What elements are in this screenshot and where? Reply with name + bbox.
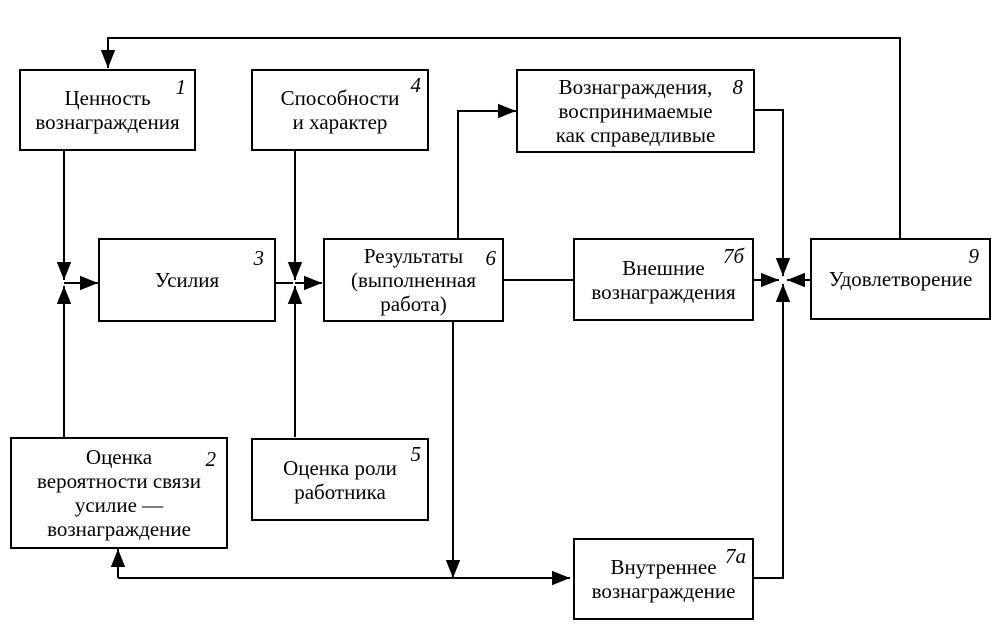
node-8-number: 8 <box>732 75 744 99</box>
node-performance: Результаты (выполненная работа) 6 <box>323 238 504 322</box>
edge-6-to-8 <box>457 103 516 238</box>
node-1-number: 1 <box>175 75 187 99</box>
node-satisfaction: Удовлетворение 9 <box>810 238 991 320</box>
node-4-line-1: Способности <box>280 86 400 110</box>
node-7a-line-1: Внутреннее <box>610 555 717 579</box>
node-9-number: 9 <box>968 244 980 268</box>
node-6-line-2: (выполненная <box>351 268 476 292</box>
edge-8-to-junction <box>754 109 791 276</box>
node-2-line-3: усилие — <box>74 493 164 517</box>
node-3-line-1: Усилия <box>154 268 220 292</box>
node-effort-reward-probability: Оценка вероятности связи усилие — вознаг… <box>10 437 228 549</box>
node-3-number: 3 <box>253 246 265 270</box>
node-6-line-3: работа) <box>380 292 447 316</box>
node-extrinsic-rewards: Внешние вознаграждения 7б <box>573 238 754 321</box>
edge-7a-to-junction <box>753 284 791 579</box>
node-5-line-1: Оценка роли <box>283 455 397 480</box>
node-1-line-1: Ценность <box>64 86 151 110</box>
node-role-perception: Оценка роли работника 5 <box>251 438 429 521</box>
edge-9-to-1 <box>100 37 901 238</box>
node-intrinsic-reward: Внутреннее вознаграждение 7а <box>573 538 754 620</box>
node-2-line-4: вознаграждение <box>47 517 191 541</box>
node-abilities-traits: Способности и характер 4 <box>251 69 429 151</box>
node-7b-line-2: вознаграждения <box>591 279 736 304</box>
node-1-line-2: вознаграждения <box>35 110 180 134</box>
node-7a-number: 7а <box>725 544 746 568</box>
node-reward-value: Ценность вознаграждения 1 <box>19 69 196 151</box>
node-8-line-3: как справедливые <box>555 123 716 147</box>
node-2-line-2: вероятности связи <box>37 469 201 493</box>
node-5-line-2: работника <box>294 479 386 504</box>
node-fair-rewards: Вознаграждения, воспринимаемые как справ… <box>516 69 755 153</box>
node-7b-line-1: Внешние <box>622 255 705 280</box>
node-5-number: 5 <box>410 442 422 466</box>
node-2-line-1: Оценка <box>85 445 153 469</box>
node-9-line-1: Удовлетворение <box>828 267 973 291</box>
node-2-number: 2 <box>205 447 217 471</box>
node-6-number: 6 <box>485 246 497 270</box>
node-4-number: 4 <box>410 73 422 97</box>
node-8-line-1: Вознаграждения, <box>558 75 713 99</box>
node-8-line-2: воспринимаемые <box>558 99 713 123</box>
node-4-line-2: и характер <box>292 110 388 134</box>
node-6-line-1: Результаты <box>363 244 464 268</box>
node-7b-number: 7б <box>722 244 744 268</box>
node-effort: Усилия 3 <box>98 238 276 322</box>
node-7a-line-2: вознаграждение <box>591 579 736 603</box>
